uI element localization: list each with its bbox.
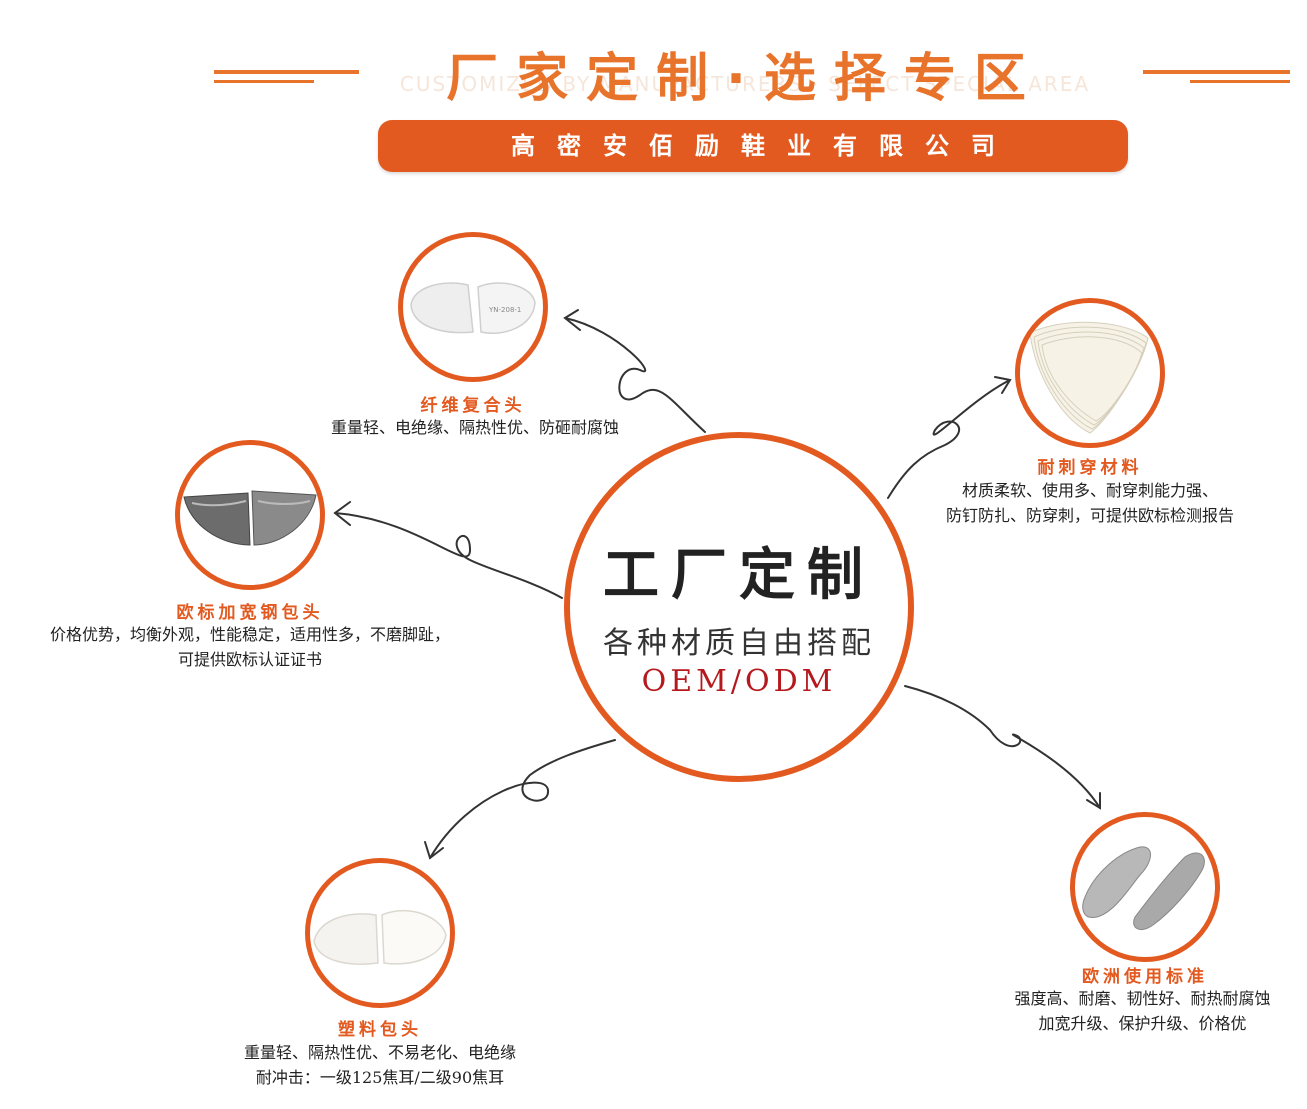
product-image-puncture — [1015, 298, 1165, 448]
center-title: 工厂定制 — [603, 542, 875, 608]
fiber-toe-cap-icon: YN-208-1 — [410, 282, 536, 334]
company-banner: 高密安佰励鞋业有限公司 — [378, 120, 1128, 172]
arrow-to-puncture — [887, 379, 1011, 499]
arrow-to-steel-toe — [334, 512, 563, 599]
product-desc-fiber-toe: 重量轻、电绝缘、隔热性优、防砸耐腐蚀 — [290, 415, 660, 440]
center-oem: OEM/ODM — [641, 664, 837, 699]
center-subtitle: 各种材质自由搭配 — [603, 626, 875, 661]
desc-line: 加宽升级、保护升级、价格优 — [1038, 1014, 1247, 1033]
product-desc-puncture: 材质柔软、使用多、耐穿刺能力强、 防钉防扎、防穿刺，可提供欧标检测报告 — [900, 478, 1280, 528]
page-subtitle: CUSTOMIZED BY MANUFACTURERS · SELECT SPE… — [399, 72, 1091, 96]
product-name-fiber-toe: 纤维复合头 — [420, 396, 526, 416]
product-image-plastic-toe — [305, 858, 455, 1008]
product-name-eu-standard: 欧洲使用标准 — [1082, 967, 1208, 987]
desc-line: 强度高、耐磨、韧性好、耐热耐腐蚀 — [1014, 989, 1271, 1008]
product-name-puncture: 耐刺穿材料 — [1037, 458, 1143, 478]
product-desc-eu-standard: 强度高、耐磨、韧性好、耐热耐腐蚀 加宽升级、保护升级、价格优 — [980, 986, 1305, 1036]
company-name: 高密安佰励鞋业有限公司 — [511, 132, 1017, 160]
arrow-to-plastic-toe — [429, 739, 616, 859]
desc-line: 价格优势，均衡外观，性能稳定，适用性多，不磨脚趾， — [49, 625, 450, 644]
arrow-head-plastic-toe — [424, 841, 444, 860]
arrow-head-puncture — [994, 376, 1012, 394]
arrow-head-steel-toe — [333, 501, 351, 526]
desc-line: 材质柔软、使用多、耐穿刺能力强、 — [961, 481, 1218, 500]
center-circle: 工厂定制 各种材质自由搭配 OEM/ODM — [564, 432, 914, 782]
title-deco-right-2 — [1190, 80, 1290, 83]
product-desc-plastic-toe: 重量轻、隔热性优、不易老化、电绝缘 耐冲击：一级125焦耳/二级90焦耳 — [190, 1040, 570, 1090]
arrow-to-eu-standard — [904, 685, 1101, 809]
arrow-head-fiber-toe — [563, 309, 581, 331]
title-deco-left-2 — [214, 80, 314, 83]
product-name-plastic-toe: 塑料包头 — [338, 1020, 422, 1040]
product-desc-steel-toe: 价格优势，均衡外观，性能稳定，适用性多，不磨脚趾， 可提供欧标认证证书 — [10, 622, 490, 672]
insole-stack-icon — [1029, 321, 1149, 434]
page-title: 厂家定制·选择专区 — [446, 49, 1044, 109]
title-deco-right — [1143, 70, 1290, 74]
desc-line: 防钉防扎、防穿刺，可提供欧标检测报告 — [945, 506, 1234, 525]
fiber-toe-image-text: YN-208-1 — [488, 306, 521, 314]
steel-toe-cap-icon — [183, 490, 317, 546]
plastic-toe-cap-icon — [313, 910, 447, 965]
desc-line: 重量轻、电绝缘、隔热性优、防砸耐腐蚀 — [330, 418, 619, 437]
insole-pair-icon — [1082, 846, 1205, 930]
page-title-block: CUSTOMIZED BY MANUFACTURERS · SELECT SPE… — [360, 30, 1130, 120]
desc-line: 重量轻、隔热性优、不易老化、电绝缘 — [243, 1043, 516, 1062]
product-name-steel-toe: 欧标加宽钢包头 — [176, 603, 324, 623]
arrow-to-fiber-toe — [564, 317, 706, 433]
desc-line: 可提供欧标认证证书 — [177, 650, 322, 669]
title-deco-left — [214, 70, 359, 74]
product-image-fiber-toe: YN-208-1 — [398, 232, 548, 382]
desc-line: 耐冲击：一级125焦耳/二级90焦耳 — [255, 1068, 505, 1087]
product-image-eu-standard — [1070, 812, 1220, 962]
product-image-steel-toe — [175, 440, 325, 590]
arrow-head-eu-standard — [1086, 792, 1101, 810]
